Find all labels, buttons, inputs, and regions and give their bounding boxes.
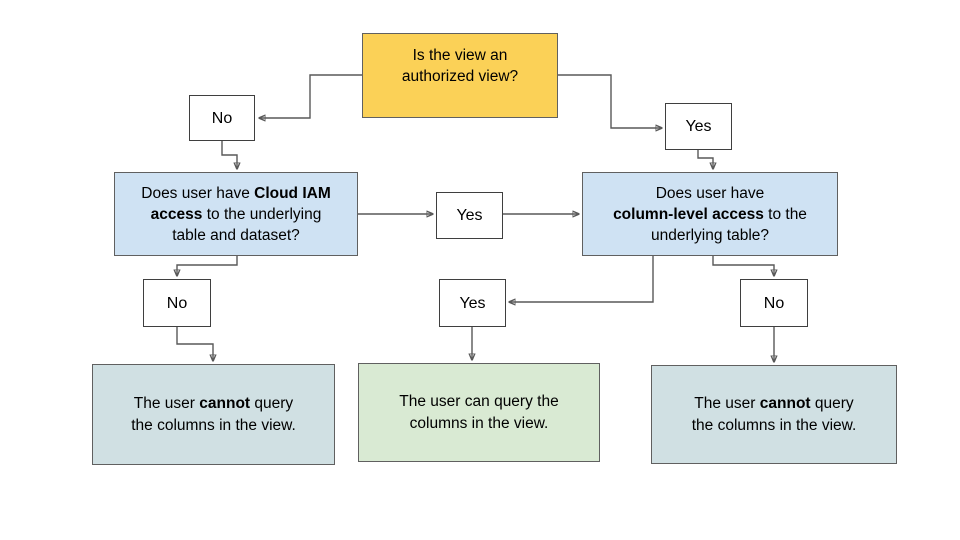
decision-line-2: authorized view?: [401, 68, 519, 85]
outcome-line-2: columns in the view.: [409, 414, 549, 432]
outcome-line-1: The user cannot query: [133, 394, 294, 412]
outcome-node-can-query: The user can query the columns in the vi…: [358, 363, 600, 462]
branch-label-text: No: [166, 294, 188, 312]
branch-label-yes-top: Yes: [665, 103, 732, 150]
branch-label-text: Yes: [459, 294, 486, 312]
outcome-line-1: The user cannot query: [694, 394, 854, 412]
branch-label-text: Yes: [456, 207, 483, 224]
question-line-1: Does user have: [655, 184, 765, 202]
branch-label-no-left: No: [143, 279, 211, 327]
decision-node-authorized-view: Is the view an authorized view?: [362, 33, 558, 118]
question-line-3: table and dataset?: [172, 226, 300, 244]
connector-column-to-no-right: [712, 256, 774, 276]
connector-yes-to-column-question: [697, 150, 713, 169]
outcome-node-cannot-query-left: The user cannot query the columns in the…: [92, 364, 335, 465]
branch-label-text: No: [211, 109, 233, 127]
question-line-2: column-level access to the: [613, 205, 807, 223]
connector-no-left-to-outcome-left: [176, 327, 213, 361]
branch-label-no-top: No: [189, 95, 255, 141]
branch-label-yes-bottom: Yes: [439, 279, 506, 327]
question-line-2: access to the underlying: [150, 205, 322, 223]
question-node-cloud-iam-access: Does user have Cloud IAM access to the u…: [114, 172, 358, 256]
branch-label-text: No: [763, 294, 785, 312]
outcome-line-2: the columns in the view.: [131, 416, 296, 434]
connector-start-to-no: [259, 74, 362, 118]
decision-line-1: Is the view an: [412, 47, 508, 64]
branch-label-yes-middle: Yes: [436, 192, 503, 239]
branch-label-no-right: No: [740, 279, 808, 327]
outcome-line-2: the columns in the view.: [691, 416, 857, 434]
connector-iam-to-no-left: [177, 256, 238, 276]
connector-no-to-iam-question: [221, 141, 237, 169]
outcome-node-cannot-query-right: The user cannot query the columns in the…: [651, 365, 897, 464]
outcome-line-1: The user can query the: [399, 392, 559, 410]
question-line-1: Does user have Cloud IAM: [141, 184, 331, 202]
question-node-column-level-access: Does user have column-level access to th…: [582, 172, 838, 256]
connector-column-to-yes-bottom: [509, 256, 654, 302]
branch-label-text: Yes: [685, 118, 712, 135]
connector-start-to-yes: [558, 74, 662, 128]
question-line-3: underlying table?: [650, 226, 770, 244]
